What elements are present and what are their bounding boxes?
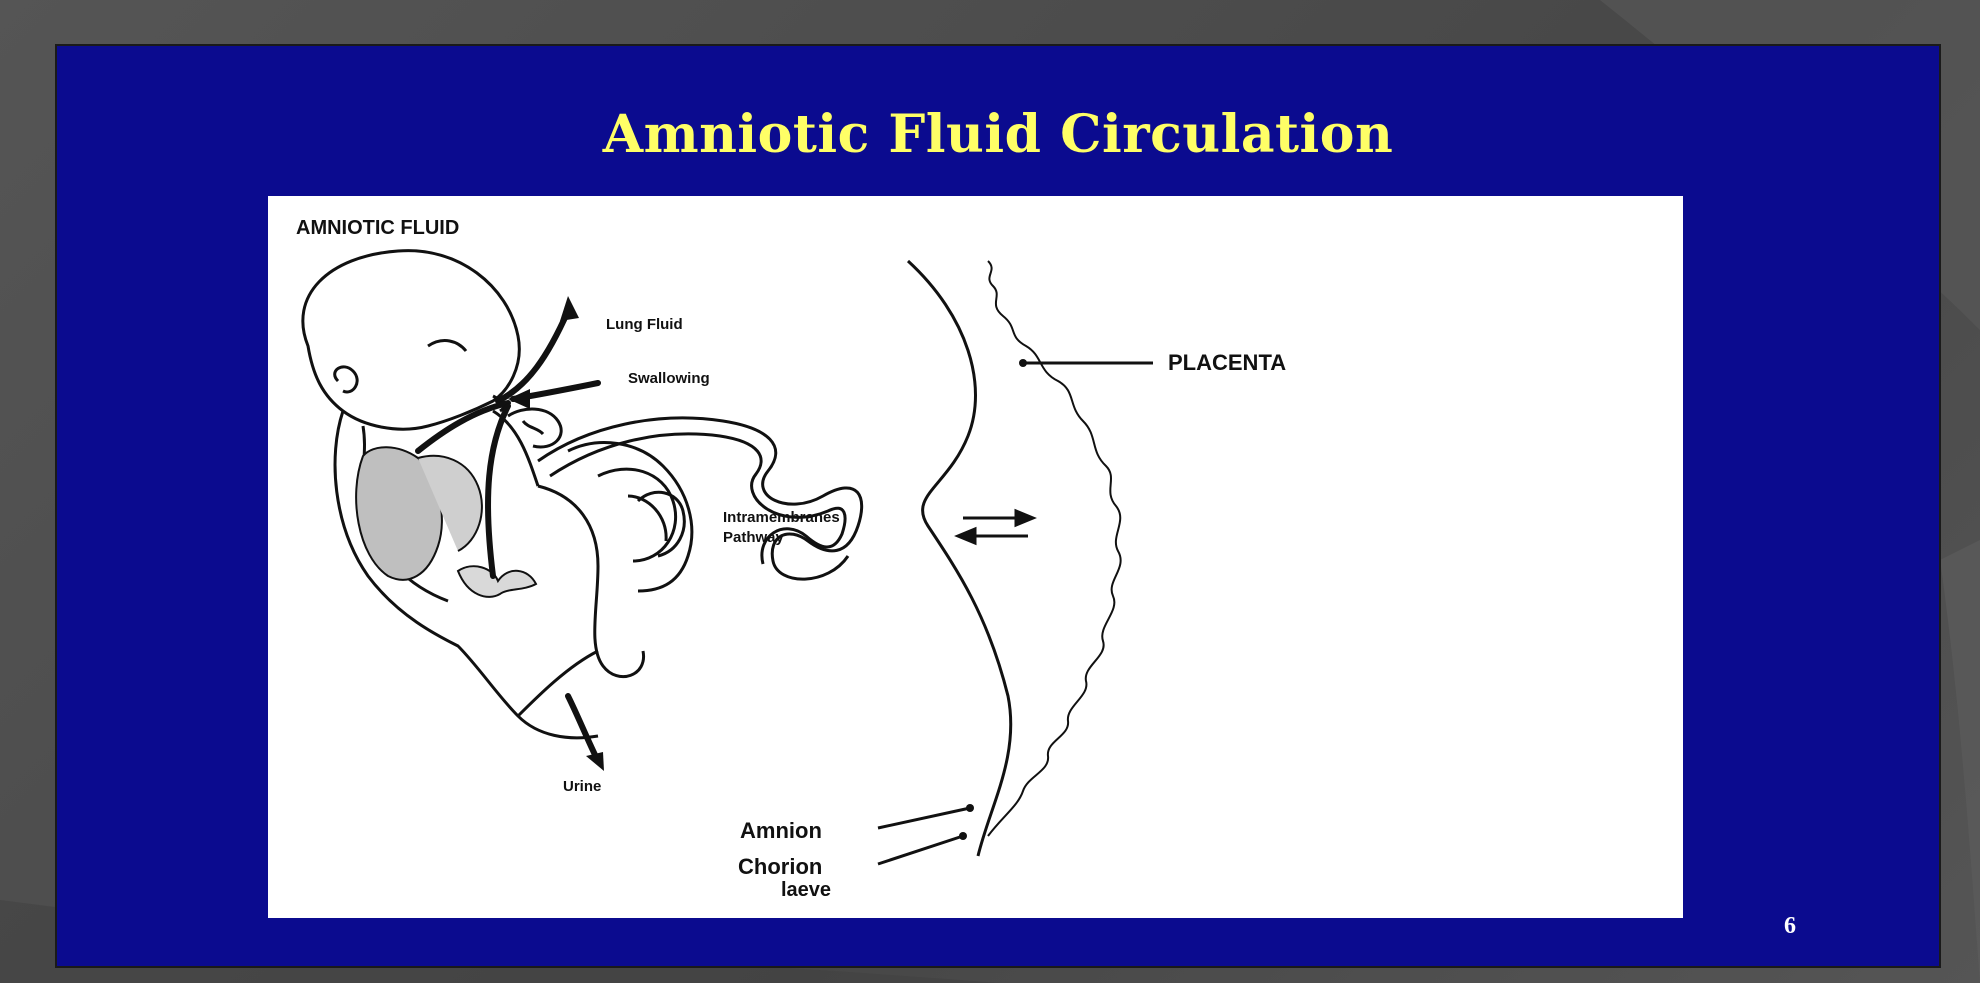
amniotic-fluid-diagram: AMNIOTIC FLUID xyxy=(268,196,1683,918)
slide-title: Amniotic Fluid Circulation xyxy=(57,104,1939,165)
label-placenta: PLACENTA xyxy=(1168,350,1286,375)
fetal-flow-arrows xyxy=(418,311,598,761)
label-swallowing: Swallowing xyxy=(628,370,710,387)
arrowheads xyxy=(508,296,604,771)
label-urine: Urine xyxy=(563,778,601,795)
amnion-line xyxy=(908,261,1011,856)
label-pathway: Pathway xyxy=(723,529,785,546)
label-chorion-laeve: laeve xyxy=(781,879,831,901)
intestine-organ xyxy=(458,566,536,597)
label-chorion: Chorion xyxy=(738,854,822,879)
chorion-pointer xyxy=(878,832,967,864)
amnion-pointer xyxy=(878,804,974,828)
diagram-heading: AMNIOTIC FLUID xyxy=(296,217,459,239)
label-intramembranes: Intramembranes xyxy=(723,509,840,526)
label-amnion: Amnion xyxy=(740,818,822,843)
label-lung-fluid: Lung Fluid xyxy=(606,316,683,333)
umbilical-cord xyxy=(538,418,862,579)
diagram-panel: AMNIOTIC FLUID xyxy=(268,196,1683,918)
membranes xyxy=(908,261,1121,856)
slide-page-number: 6 xyxy=(1784,913,1796,940)
intramembrane-arrows xyxy=(958,511,1033,543)
slide: Amniotic Fluid Circulation AMNIOTIC FLUI… xyxy=(57,46,1939,966)
lung-organ xyxy=(356,447,482,580)
